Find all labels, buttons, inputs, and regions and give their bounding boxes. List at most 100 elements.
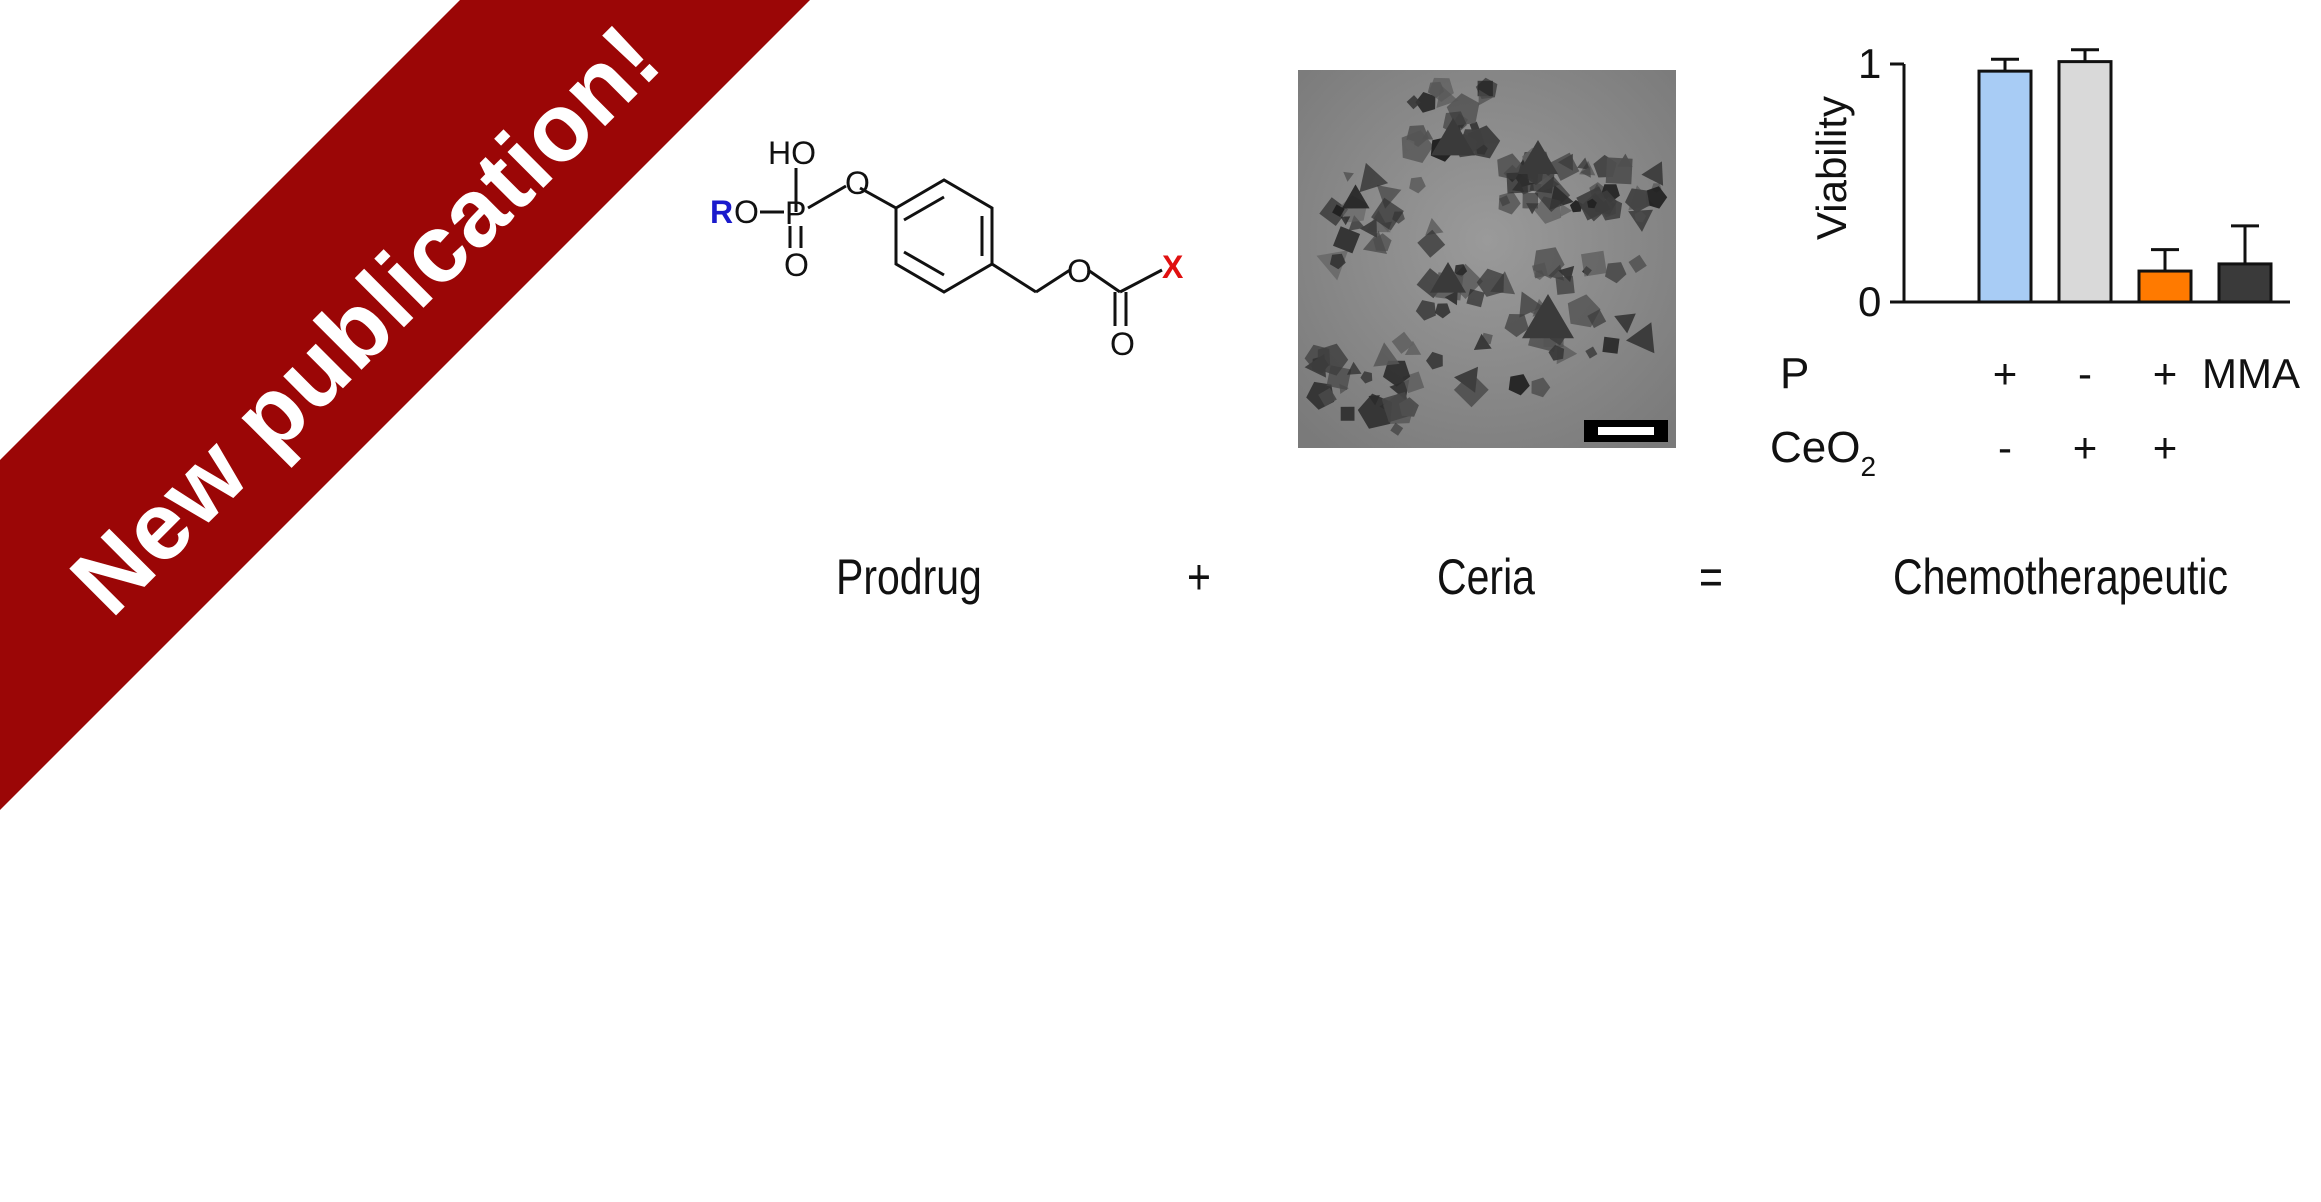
y-axis-label: Viability (1808, 96, 1855, 240)
nanoparticle (1415, 92, 1436, 113)
bar-3 (2137, 269, 2193, 304)
label-x: X (1162, 249, 1184, 285)
nanoparticle (1398, 397, 1419, 417)
nanoparticle (1534, 270, 1545, 280)
nanoparticle (1339, 383, 1349, 394)
nanoparticle (1406, 95, 1421, 110)
nanoparticle (1404, 340, 1422, 355)
nanoparticle-large (1431, 118, 1475, 156)
label-o-down: O (784, 247, 809, 283)
nanoparticle (1426, 351, 1443, 370)
nanoparticle (1333, 226, 1361, 254)
label-o-ester: O (1067, 253, 1092, 289)
nanoparticle (1436, 85, 1459, 108)
new-publication-ribbon (0, 0, 810, 810)
nanoparticle (1422, 129, 1434, 140)
nanoparticle (1347, 361, 1362, 375)
nanoparticle (1317, 343, 1349, 376)
viability-bar-chart: 1 0 Viability +-+MMAE-++ P CeO2 (1770, 40, 2300, 482)
ceria-tem-image (1298, 70, 1676, 448)
nanoparticle (1504, 314, 1529, 338)
nanoparticle (1390, 422, 1404, 436)
nanoparticle (1598, 196, 1623, 221)
label-ceria: Ceria (1437, 549, 1535, 605)
y-tick-label-1: 1 (1858, 40, 1881, 87)
nanoparticle (1359, 162, 1389, 193)
label-p: P (785, 195, 806, 231)
nanoparticle (1391, 331, 1414, 354)
nanoparticle (1587, 198, 1597, 209)
nanoparticle (1404, 139, 1415, 151)
ceo2-row-cell-2: + (2073, 424, 2098, 471)
nanoparticle (1454, 366, 1478, 393)
nanoparticle (1645, 186, 1668, 209)
nanoparticle (1434, 303, 1451, 319)
nanoparticle (1580, 166, 1591, 178)
nanoparticle-large (1522, 294, 1574, 339)
nanoparticle (1409, 176, 1426, 194)
nanoparticle (1329, 253, 1346, 270)
nanoparticle (1469, 121, 1480, 132)
bars (1977, 48, 2273, 304)
row-label-ceo2: CeO2 (1770, 423, 1876, 482)
ceo2-row-cell-1: - (1998, 424, 2012, 471)
nanoparticle (1512, 180, 1524, 192)
label-chemotherapeutic: Chemotherapeutic (1893, 549, 2229, 605)
y-tick-label-0: 0 (1858, 278, 1881, 325)
nanoparticle (1534, 176, 1571, 212)
nanoparticle (1340, 216, 1351, 226)
nanoparticle (1371, 197, 1404, 231)
nanoparticle (1628, 254, 1647, 273)
nanoparticle (1498, 191, 1521, 215)
nanoparticle (1417, 229, 1446, 258)
nanoparticle (1425, 218, 1444, 236)
nanoparticle-cluster (1304, 77, 1668, 436)
nanoparticle (1341, 184, 1370, 209)
label-r: R (710, 194, 733, 230)
nanoparticle (1585, 346, 1598, 359)
nanoparticle (1454, 264, 1468, 277)
label-o-up: O (845, 165, 870, 201)
nanoparticle (1506, 172, 1528, 194)
nanoparticle-large (1518, 140, 1558, 174)
plus-sign: + (1187, 549, 1211, 605)
label-ho: HO (768, 135, 816, 171)
nanoparticle (1519, 291, 1544, 318)
nanoparticle (1614, 313, 1636, 334)
nanoparticle (1415, 300, 1436, 321)
p-row-cell-4: MMAE (2202, 350, 2300, 397)
label-o-left: O (734, 194, 759, 230)
label-o-carbonyl: O (1110, 326, 1135, 362)
bar-1 (1977, 69, 2033, 304)
nanoparticle (1373, 342, 1400, 367)
nanoparticle (1558, 153, 1573, 171)
nanoparticle (1476, 268, 1504, 297)
nanoparticle (1522, 192, 1539, 209)
nanoparticle (1383, 360, 1411, 387)
nanoparticle (1626, 322, 1655, 354)
nanoparticle (1343, 171, 1354, 182)
nanoparticle (1605, 157, 1633, 185)
condition-rows: +-+MMAE-++ (1993, 350, 2300, 471)
p-row-cell-1: + (1993, 350, 2018, 397)
nanoparticle (1560, 203, 1573, 217)
ceo2-row-cell-3: + (2153, 424, 2178, 471)
structure-bonds (760, 168, 1163, 326)
nanoparticle (1581, 250, 1607, 277)
nanoparticle (1332, 204, 1345, 217)
p-row-cell-3: + (2153, 350, 2178, 397)
nanoparticle (1466, 288, 1485, 308)
scale-bar (1598, 427, 1654, 435)
nanoparticle (1318, 387, 1337, 407)
nanoparticle (1605, 262, 1627, 284)
nanoparticle (1373, 233, 1392, 252)
bar-2 (2057, 60, 2113, 304)
nanoparticle (1508, 374, 1530, 396)
nanoparticle (1304, 354, 1326, 378)
prodrug-structure: HO R O P O O O O X (710, 135, 1184, 362)
nanoparticle (1473, 333, 1492, 350)
nanoparticle (1340, 406, 1355, 421)
nanoparticle (1531, 377, 1551, 398)
nanoparticle-large (1430, 262, 1466, 293)
nanoparticle (1634, 210, 1647, 223)
